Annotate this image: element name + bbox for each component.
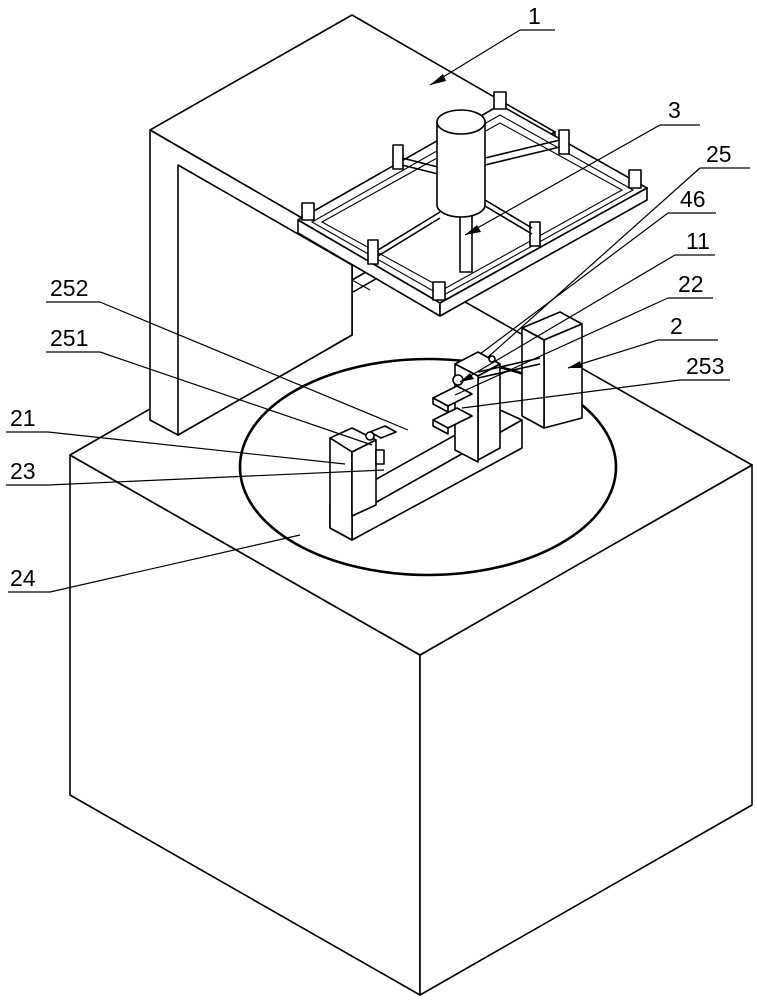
cross-rod bbox=[401, 157, 443, 169]
leader-lines bbox=[6, 29, 750, 593]
leader-21 bbox=[47, 431, 346, 465]
label-24: 24 bbox=[10, 565, 36, 591]
cross-rod bbox=[377, 211, 441, 251]
arrow-head bbox=[430, 74, 446, 85]
left-jaw-side bbox=[351, 439, 377, 517]
slider-block bbox=[558, 129, 570, 155]
leader-22 bbox=[454, 297, 669, 396]
u-fixture bbox=[329, 351, 541, 541]
corner-post bbox=[493, 91, 507, 110]
cylinder bbox=[436, 109, 486, 273]
gantry-edge bbox=[351, 279, 371, 291]
slider-block bbox=[392, 144, 404, 170]
label-251: 251 bbox=[50, 325, 88, 351]
leader-251 bbox=[99, 351, 373, 446]
label-3: 3 bbox=[668, 97, 681, 123]
clamp-pin bbox=[375, 449, 385, 465]
cross-rod bbox=[401, 164, 443, 176]
left-jaw-front bbox=[329, 437, 353, 541]
label-253: 253 bbox=[686, 353, 724, 379]
slider-block bbox=[529, 221, 541, 247]
leader-3 bbox=[464, 124, 661, 236]
label-25: 25 bbox=[706, 141, 732, 167]
leader-253 bbox=[461, 379, 681, 409]
cross-rod bbox=[484, 205, 533, 235]
corner-post bbox=[301, 202, 315, 221]
gantry-recess bbox=[177, 164, 353, 436]
pin-head bbox=[365, 431, 375, 441]
upright-front bbox=[521, 327, 545, 429]
clamp-plate-lower-edge bbox=[432, 419, 449, 435]
cylinder-top bbox=[436, 109, 486, 135]
reference-labels: 1 3 25 46 11 22 2 253 252 251 21 23 24 bbox=[10, 3, 732, 591]
leader-1 bbox=[429, 29, 521, 86]
slider-block bbox=[367, 239, 379, 265]
cross-rod bbox=[377, 217, 441, 257]
turntable-ring bbox=[238, 357, 618, 577]
arrow-head bbox=[460, 373, 474, 382]
pin-head bbox=[452, 374, 464, 386]
leader-11 bbox=[459, 254, 676, 383]
connecting-rod bbox=[477, 357, 541, 373]
label-252: 252 bbox=[50, 275, 88, 301]
label-11: 11 bbox=[686, 228, 710, 254]
label-22: 22 bbox=[678, 271, 704, 297]
arrow-head bbox=[465, 225, 481, 235]
upright-block bbox=[521, 311, 583, 429]
leader-46 bbox=[479, 212, 669, 355]
plate-right-edge bbox=[439, 187, 648, 317]
label-23: 23 bbox=[10, 458, 36, 484]
label-46: 46 bbox=[680, 186, 706, 212]
cross-rod bbox=[484, 139, 561, 159]
cross-rod bbox=[484, 146, 561, 166]
leader-23 bbox=[47, 469, 385, 486]
leader-24 bbox=[49, 534, 301, 593]
cylinder-body bbox=[436, 121, 486, 218]
clamp-pad-left bbox=[369, 425, 397, 439]
leader-25 bbox=[486, 167, 701, 359]
leader-252 bbox=[99, 301, 409, 431]
cross-rod bbox=[484, 199, 533, 229]
right-jaw-side bbox=[477, 363, 501, 461]
leader-2 bbox=[567, 339, 659, 369]
arrow-head bbox=[568, 361, 582, 368]
corner-post bbox=[432, 281, 446, 301]
label-2: 2 bbox=[670, 313, 683, 339]
label-21: 21 bbox=[10, 405, 36, 431]
corner-post bbox=[628, 169, 642, 189]
label-1: 1 bbox=[528, 3, 541, 29]
pin-head bbox=[488, 355, 496, 363]
